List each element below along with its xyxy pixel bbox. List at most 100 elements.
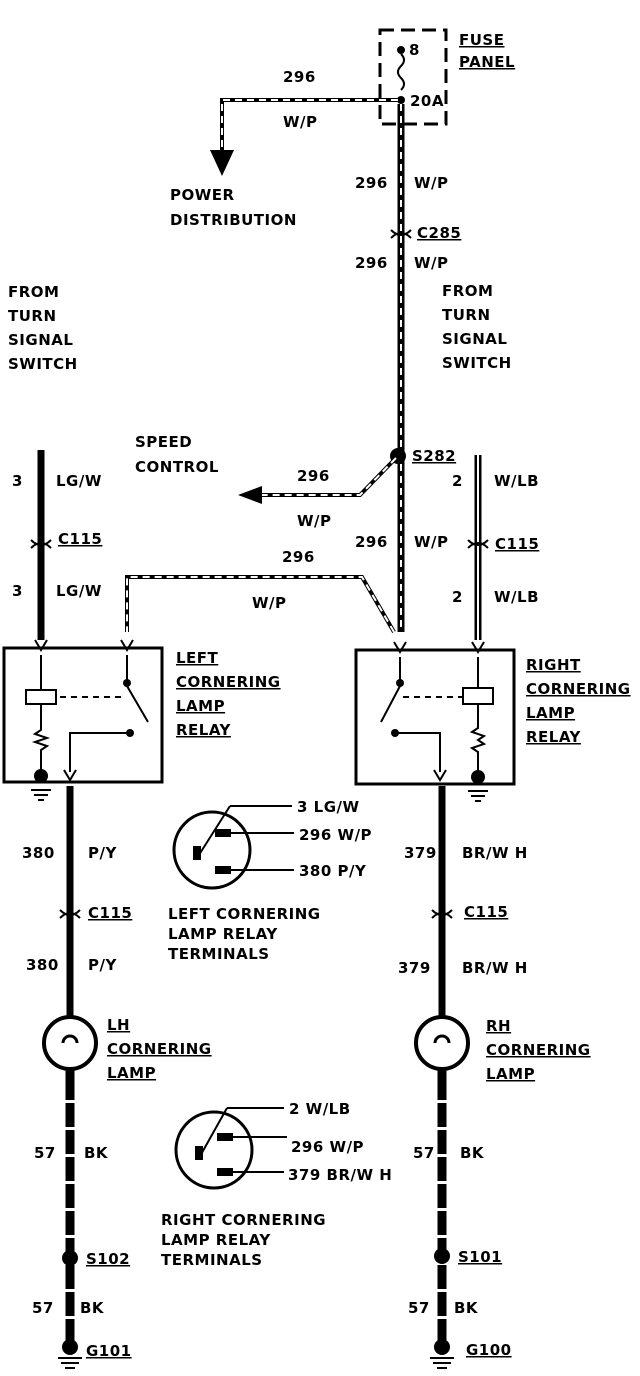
wire-circuit-number: 296 [282,548,315,566]
wire-color-code: W/P [283,113,318,131]
wire-circuit-number: 3 [12,472,23,490]
from-turn-signal-label: TURN [442,306,491,324]
ground-g100: G100 [466,1341,512,1359]
speed-control-label: CONTROL [135,458,219,476]
left-cornering-lamp-relay: LEFT CORNERING LAMP RELAY [2,639,281,801]
wire-circuit-number: 3 [12,582,23,600]
splice-dot [434,1248,450,1264]
wire-circuit-number: 296 [283,68,316,86]
terminal-caption: LEFT CORNERING [168,905,321,923]
wire-circuit-number: 2 [452,588,463,606]
from-turn-signal-label: SWITCH [8,355,78,373]
lamp-label: RH [486,1017,511,1035]
wire-color-code: W/LB [494,588,539,606]
wire-circuit-number: 296 [355,533,388,551]
terminal-pin-label: 380 P/Y [299,862,367,880]
relay-label: CORNERING [176,673,281,691]
wire-circuit-number: 296 [297,467,330,485]
terminal-caption: RIGHT CORNERING [161,1211,326,1229]
relay-label: RELAY [526,728,582,746]
wire-circuit-number: 296 [355,254,388,272]
wire-color-code: LG/W [56,582,102,600]
wire-circuit-number: 380 [22,844,55,862]
from-turn-signal-label: TURN [8,307,57,325]
wire-color-code: W/P [414,533,449,551]
lamp-label: LH [107,1016,130,1034]
left-turn-signal-input: FROM TURN SIGNAL SWITCH 3 LG/W C115 3 LG… [8,283,102,640]
wire-color-code: W/P [414,254,449,272]
right-output-circuit: 379 BR/W H C115 379 BR/W H [398,786,528,1020]
wire-circuit-number: 57 [413,1144,435,1162]
fuse-panel: 8 20A FUSE PANEL [378,28,515,126]
wire-circuit-number: 296 [355,174,388,192]
terminal-caption: TERMINALS [161,1251,263,1269]
splice-s102: S102 [86,1250,130,1268]
wire-color-code: P/Y [88,844,117,862]
wire-circuit-number: 379 [398,959,431,977]
relay-label: LAMP [176,697,225,715]
terminal-caption: TERMINALS [168,945,270,963]
wire-color-code: W/LB [494,472,539,490]
wire-color-code: W/P [414,174,449,192]
power-distribution-wire: 296 W/P POWER DISTRIBUTION [170,68,398,229]
relay-label: LEFT [176,649,219,667]
connector-c285: C285 [417,224,461,242]
wire-circuit-number: 2 [452,472,463,490]
speed-control-label: SPEED [135,433,192,451]
terminal-pin-label: 3 LG/W [297,798,360,816]
terminal-caption: LAMP RELAY [161,1231,271,1249]
fuse-rating: 20A [410,92,444,110]
relay-label: RELAY [176,721,232,739]
speed-control-wire: SPEED CONTROL 296 W/P [135,433,398,530]
splice-dot [62,1250,78,1266]
lamp-label: CORNERING [486,1041,591,1059]
connector-c115: C115 [58,530,102,548]
terminal-pin-label: 379 BR/W H [288,1166,392,1184]
power-distribution-label: DISTRIBUTION [170,211,297,229]
power-distribution-label: POWER [170,186,235,204]
splice-s282: S282 [412,447,456,465]
from-turn-signal-label: FROM [8,283,59,301]
terminal-pin-label: 2 W/LB [289,1100,351,1118]
from-turn-signal-label: FROM [442,282,493,300]
from-turn-signal-label: SWITCH [442,354,512,372]
terminal-caption: LAMP RELAY [168,925,278,943]
lamp-label: LAMP [486,1065,535,1083]
wire-color-code: P/Y [88,956,117,974]
left-relay-terminal-view: 3 LG/W 296 W/P 380 P/Y LEFT CORNERING LA… [168,798,372,963]
wire-color-code: BK [84,1144,109,1162]
right-cornering-lamp-relay: RIGHT CORNERING LAMP RELAY [354,641,631,802]
wire-circuit-number: 57 [32,1299,54,1317]
terminal-pin-label: 296 W/P [299,826,372,844]
wire-color-code: BK [454,1299,479,1317]
wire-circuit-number: 380 [26,956,59,974]
main-feed-wire: 296 W/P C285 296 W/P S282 296 W/P [355,104,461,632]
relay-label: LAMP [526,704,575,722]
splice-s101: S101 [458,1248,502,1266]
fuse-number: 8 [409,41,420,59]
right-ground-circuit: 57 BK S101 57 BK G100 [408,1069,512,1369]
left-ground-circuit: 57 BK S102 57 BK G101 [32,1069,132,1369]
relay-label: CORNERING [526,680,631,698]
ground-g101: G101 [86,1342,132,1360]
wire-color-code: BK [460,1144,485,1162]
right-turn-signal-input: FROM TURN SIGNAL SWITCH 2 W/LB C115 2 W/… [442,282,539,640]
from-turn-signal-label: SIGNAL [442,330,507,348]
wire-color-code: W/P [252,594,287,612]
wire-color-code: LG/W [56,472,102,490]
fuse-panel-label: FUSE [459,31,504,49]
left-output-circuit: 380 P/Y C115 380 P/Y [22,786,132,1020]
fuse-panel-label: PANEL [459,53,515,71]
connector-c115: C115 [464,903,508,921]
wire-circuit-number: 57 [408,1299,430,1317]
connector-c115: C115 [88,904,132,922]
wire-color-code: W/P [297,512,332,530]
lamp-label: LAMP [107,1064,156,1082]
cross-feed-wire: 296 W/P [125,548,396,634]
wire-color-code: BR/W H [462,844,528,862]
rh-cornering-lamp: RH CORNERING LAMP [414,1015,591,1083]
wire-circuit-number: 57 [34,1144,56,1162]
wire-circuit-number: 379 [404,844,437,862]
lamp-label: CORNERING [107,1040,212,1058]
